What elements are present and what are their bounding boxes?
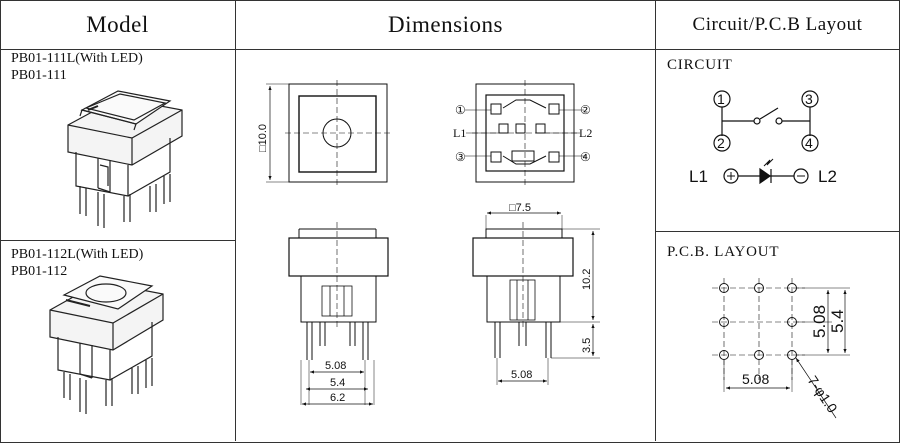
model-row-divider <box>0 240 235 241</box>
led-label-l2: L2 <box>579 126 592 140</box>
dim-height-body: 10.2 <box>581 269 593 290</box>
header-circuit-pcb: Circuit/P.C.B Layout <box>692 13 863 35</box>
circuit-led-l2: L2 <box>818 167 837 186</box>
led-label-l1: L1 <box>453 126 466 140</box>
model-2-name: PB01-112 <box>11 264 68 279</box>
pin-label-4: ④ <box>580 150 591 164</box>
pcb-dim-v2: 5.4 <box>828 309 847 333</box>
front-view-drawing <box>288 222 389 406</box>
pin-label-1: ① <box>455 103 466 117</box>
model-1-name-led: PB01-111L(With LED) <box>11 51 143 66</box>
circuit-pin-2: 2 <box>717 135 725 151</box>
switch-illustration-2 <box>49 275 164 414</box>
pcb-title: P.C.B. LAYOUT <box>667 244 780 260</box>
circuit-pin-1: 1 <box>717 91 725 107</box>
dim-height-pins: 3.5 <box>581 338 593 353</box>
header-divider <box>0 49 899 50</box>
pin-label-3: ③ <box>455 150 466 164</box>
pcb-dim-h: 5.08 <box>742 371 769 387</box>
header-model: Model <box>86 11 149 37</box>
header-dimensions: Dimensions <box>388 11 503 37</box>
dim-width-total: 6.2 <box>330 392 345 404</box>
dim-pitch-a: 5.08 <box>325 360 346 372</box>
column-divider-1 <box>235 0 236 441</box>
circuit-led-l1: L1 <box>689 167 708 186</box>
pcb-dim-v1: 5.08 <box>810 305 829 338</box>
column-divider-2 <box>655 0 656 441</box>
circuit-title: CIRCUIT <box>667 57 733 73</box>
model-1-name: PB01-111 <box>11 68 67 83</box>
circuit-pin-3: 3 <box>805 91 813 107</box>
bottom-view-drawing: ① ② ③ ④ L1 L2 <box>453 80 592 186</box>
model-1-label: PB01-111L(With LED) PB01-111 <box>11 50 143 84</box>
pin-label-2: ② <box>580 103 591 117</box>
model-2-name-led: PB01-112L(With LED) <box>11 247 144 262</box>
dim-pitch-side: 5.08 <box>511 369 532 381</box>
pcb-layout-drawing <box>712 278 850 419</box>
dim-bottom-view-size: □7.5 <box>509 202 531 214</box>
dim-top-view-size: □10.0 <box>257 124 269 152</box>
circuit-pin-4: 4 <box>805 135 813 151</box>
pcb-hole-spec: 7-φ1.0 <box>805 373 841 416</box>
circuit-row-divider <box>655 231 899 232</box>
switch-illustration-1 <box>67 90 183 228</box>
side-view-drawing <box>472 211 600 385</box>
dim-pitch-b: 5.4 <box>330 377 345 389</box>
model-2-label: PB01-112L(With LED) PB01-112 <box>11 246 143 280</box>
circuit-schematic <box>713 90 819 185</box>
top-view-drawing: □10.0 <box>257 80 392 186</box>
